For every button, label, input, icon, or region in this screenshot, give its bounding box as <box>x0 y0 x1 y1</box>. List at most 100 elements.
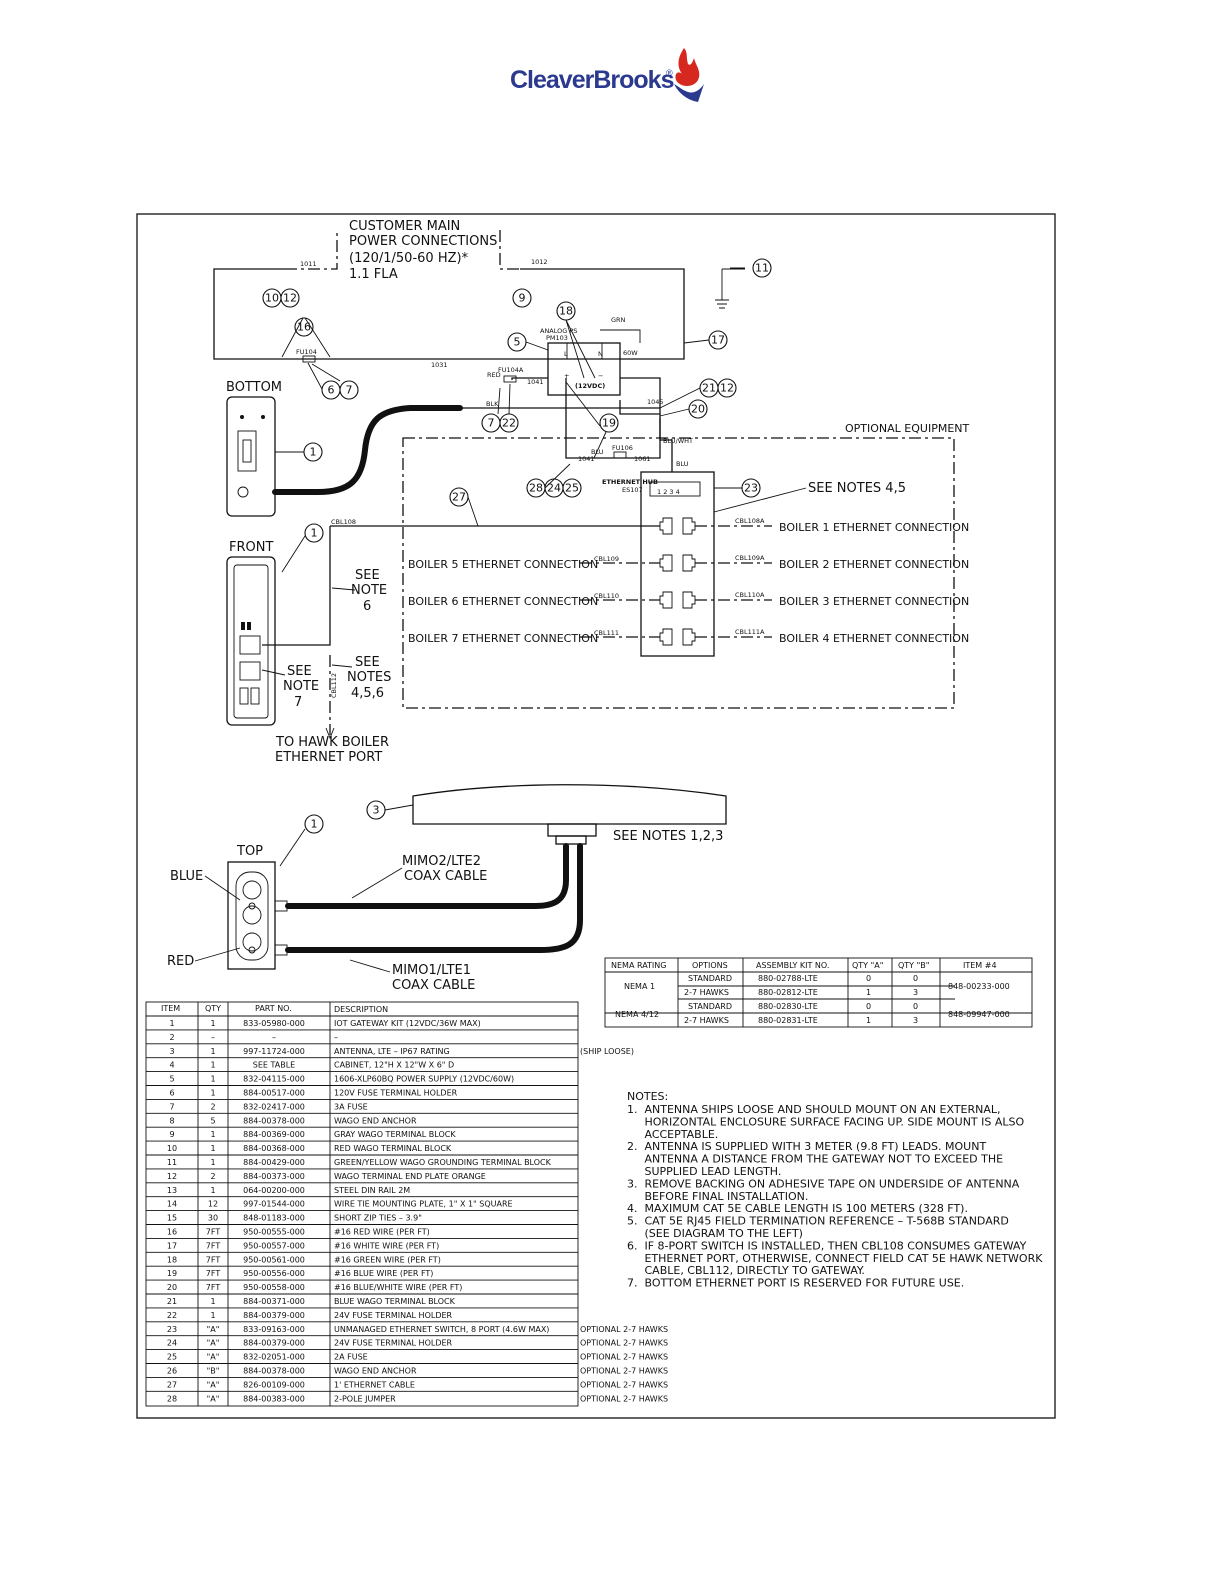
bom-description: 24V FUSE TERMINAL HOLDER <box>334 1339 453 1348</box>
bom-part-no: 884-00368-000 <box>243 1144 305 1153</box>
blue-red-leaders <box>194 875 241 962</box>
svg-text:SEE: SEE <box>287 664 312 679</box>
bom-description: UNMANAGED ETHERNET SWITCH, 8 PORT (4.6W … <box>334 1325 549 1334</box>
bom-qty: 1 <box>210 1019 215 1028</box>
fuse-fu106 <box>613 451 627 459</box>
svg-text:6: 6 <box>363 599 371 614</box>
bom-qty: 1 <box>210 1089 215 1098</box>
svg-text:880-02831-LTE: 880-02831-LTE <box>758 1016 818 1025</box>
svg-text:POWER CONNECTIONS: POWER CONNECTIONS <box>349 234 497 249</box>
svg-text:SEE: SEE <box>355 655 380 670</box>
bom-description: WAGO END ANCHOR <box>334 1367 417 1376</box>
svg-text:1: 1 <box>866 1016 871 1025</box>
svg-text:3: 3 <box>913 988 918 997</box>
bom-description: CABINET, 12"H X 12"W X 6" D <box>334 1061 454 1070</box>
svg-text:CBL109: CBL109 <box>594 555 619 563</box>
cbl108-cable <box>262 525 660 646</box>
svg-text:0: 0 <box>913 974 918 983</box>
bom-part-no: 064-00200-000 <box>243 1186 305 1195</box>
bom-description: SHORT ZIP TIES – 3.9" <box>334 1214 422 1223</box>
svg-text:25: 25 <box>565 482 579 495</box>
svg-text:19: 19 <box>602 417 616 430</box>
blue-label: BLUE <box>170 869 203 884</box>
bom-item: 22 <box>167 1311 177 1320</box>
antenna <box>412 784 727 845</box>
bom-description: WAGO END ANCHOR <box>334 1116 417 1125</box>
cbl112-label: CBL112 <box>330 673 338 698</box>
bom-header-description: DESCRIPTION <box>334 1005 388 1014</box>
note-line: 3. REMOVE BACKING ON ADHESIVE TAPE ON UN… <box>627 1177 1020 1190</box>
svg-text:7: 7 <box>488 417 495 430</box>
wire-1041-label: 1041 <box>578 455 595 463</box>
bom-description: 120V FUSE TERMINAL HOLDER <box>334 1089 458 1098</box>
svg-text:848-09947-000: 848-09947-000 <box>948 1010 1010 1019</box>
svg-text:BOILER 1 ETHERNET CONNECTION: BOILER 1 ETHERNET CONNECTION <box>779 521 969 534</box>
fu106-label: FU106 <box>612 444 633 452</box>
mimo-leaders <box>349 867 403 973</box>
svg-text:N: N <box>598 350 603 358</box>
svg-text:12: 12 <box>283 292 297 305</box>
svg-text:(12VDC): (12VDC) <box>575 382 605 390</box>
note-line: 2. ANTENNA IS SUPPLIED WITH 3 METER (9.8… <box>627 1140 986 1153</box>
red-label: RED <box>167 954 194 969</box>
svg-text:NEMA 4/12: NEMA 4/12 <box>615 1010 659 1019</box>
customer-power-label: CUSTOMER MAIN POWER CONNECTIONS (120/1/5… <box>349 219 497 282</box>
top-label: TOP <box>236 844 263 859</box>
note-line: 5. CAT 5E RJ45 FIELD TERMINATION REFEREN… <box>627 1215 1009 1228</box>
bom-item: 14 <box>167 1200 177 1209</box>
bom-description: 3A FUSE <box>334 1102 368 1111</box>
blu-label: BLU <box>591 448 604 456</box>
bom-item: 12 <box>167 1172 177 1181</box>
bom-part-no: 997-01544-000 <box>243 1200 305 1209</box>
blu-label-2: BLU <box>676 460 689 468</box>
bom-remark: OPTIONAL 2-7 HAWKS <box>580 1353 668 1362</box>
bom-qty: 1 <box>210 1297 215 1306</box>
bom-part-no: 950-00556-000 <box>243 1269 305 1278</box>
note-line: ETHERNET PORT, OTHERWISE, CONNECT FIELD … <box>627 1252 1043 1265</box>
svg-text:BOILER 4 ETHERNET CONNECTION: BOILER 4 ETHERNET CONNECTION <box>779 632 969 645</box>
red-wire-label: RED <box>487 371 501 379</box>
fu104a-label: FU104A <box>498 366 524 374</box>
bom-qty: 5 <box>210 1116 215 1125</box>
svg-text:CBL110: CBL110 <box>594 592 619 600</box>
svg-text:ES107: ES107 <box>622 486 643 494</box>
mimo1-cable <box>285 843 583 953</box>
bom-qty: 1 <box>210 1144 215 1153</box>
bom-part-no: 884-00379-000 <box>243 1311 305 1320</box>
svg-text:1: 1 <box>866 988 871 997</box>
bom-qty: 12 <box>208 1200 218 1209</box>
bom-part-no: 950-00555-000 <box>243 1228 305 1237</box>
note-line: SUPPLIED LEAD LENGTH. <box>627 1165 781 1178</box>
bom-qty: 1 <box>210 1075 215 1084</box>
mimo2-cable <box>285 843 569 909</box>
svg-text:3: 3 <box>373 804 380 817</box>
see-notes-45: SEE NOTES 4,5 <box>808 481 906 496</box>
bom-remark: OPTIONAL 2-7 HAWKS <box>580 1394 668 1403</box>
bom-qty: 1 <box>210 1061 215 1070</box>
svg-text:STANDARD: STANDARD <box>688 1002 732 1011</box>
svg-text:L: L <box>564 350 568 358</box>
bom-item: 23 <box>167 1325 177 1334</box>
note-line: 6. IF 8-PORT SWITCH IS INSTALLED, THEN C… <box>627 1239 1027 1252</box>
svg-text:23: 23 <box>744 482 758 495</box>
svg-text:ETHERNET HUB: ETHERNET HUB <box>602 478 658 486</box>
svg-text:60W: 60W <box>623 349 638 357</box>
svg-text:10: 10 <box>265 292 279 305</box>
bom-part-no: 884-00371-000 <box>243 1297 305 1306</box>
bom-description: #16 GREEN WIRE (PER FT) <box>334 1255 441 1264</box>
bom-qty: 1 <box>210 1311 215 1320</box>
front-label: FRONT <box>229 540 273 555</box>
bom-item: 13 <box>167 1186 177 1195</box>
mimo1-label: MIMO1/LTE1 COAX CABLE <box>392 963 475 993</box>
svg-text:CUSTOMER MAIN: CUSTOMER MAIN <box>349 219 460 234</box>
bom-description: GRAY WAGO TERMINAL BLOCK <box>334 1130 456 1139</box>
note-line: 4. MAXIMUM CAT 5E CABLE LENGTH IS 100 ME… <box>627 1202 968 1215</box>
svg-text:27: 27 <box>452 491 466 504</box>
svg-text:BOILER 5 ETHERNET CONNECTION: BOILER 5 ETHERNET CONNECTION <box>408 558 598 571</box>
bom-description: – <box>334 1033 338 1042</box>
svg-text:NOTE: NOTE <box>351 583 387 598</box>
svg-text:BOILER 6 ETHERNET CONNECTION: BOILER 6 ETHERNET CONNECTION <box>408 595 598 608</box>
svg-text:24: 24 <box>547 482 561 495</box>
svg-text:1: 1 <box>310 446 317 459</box>
bom-item: 10 <box>167 1144 177 1153</box>
